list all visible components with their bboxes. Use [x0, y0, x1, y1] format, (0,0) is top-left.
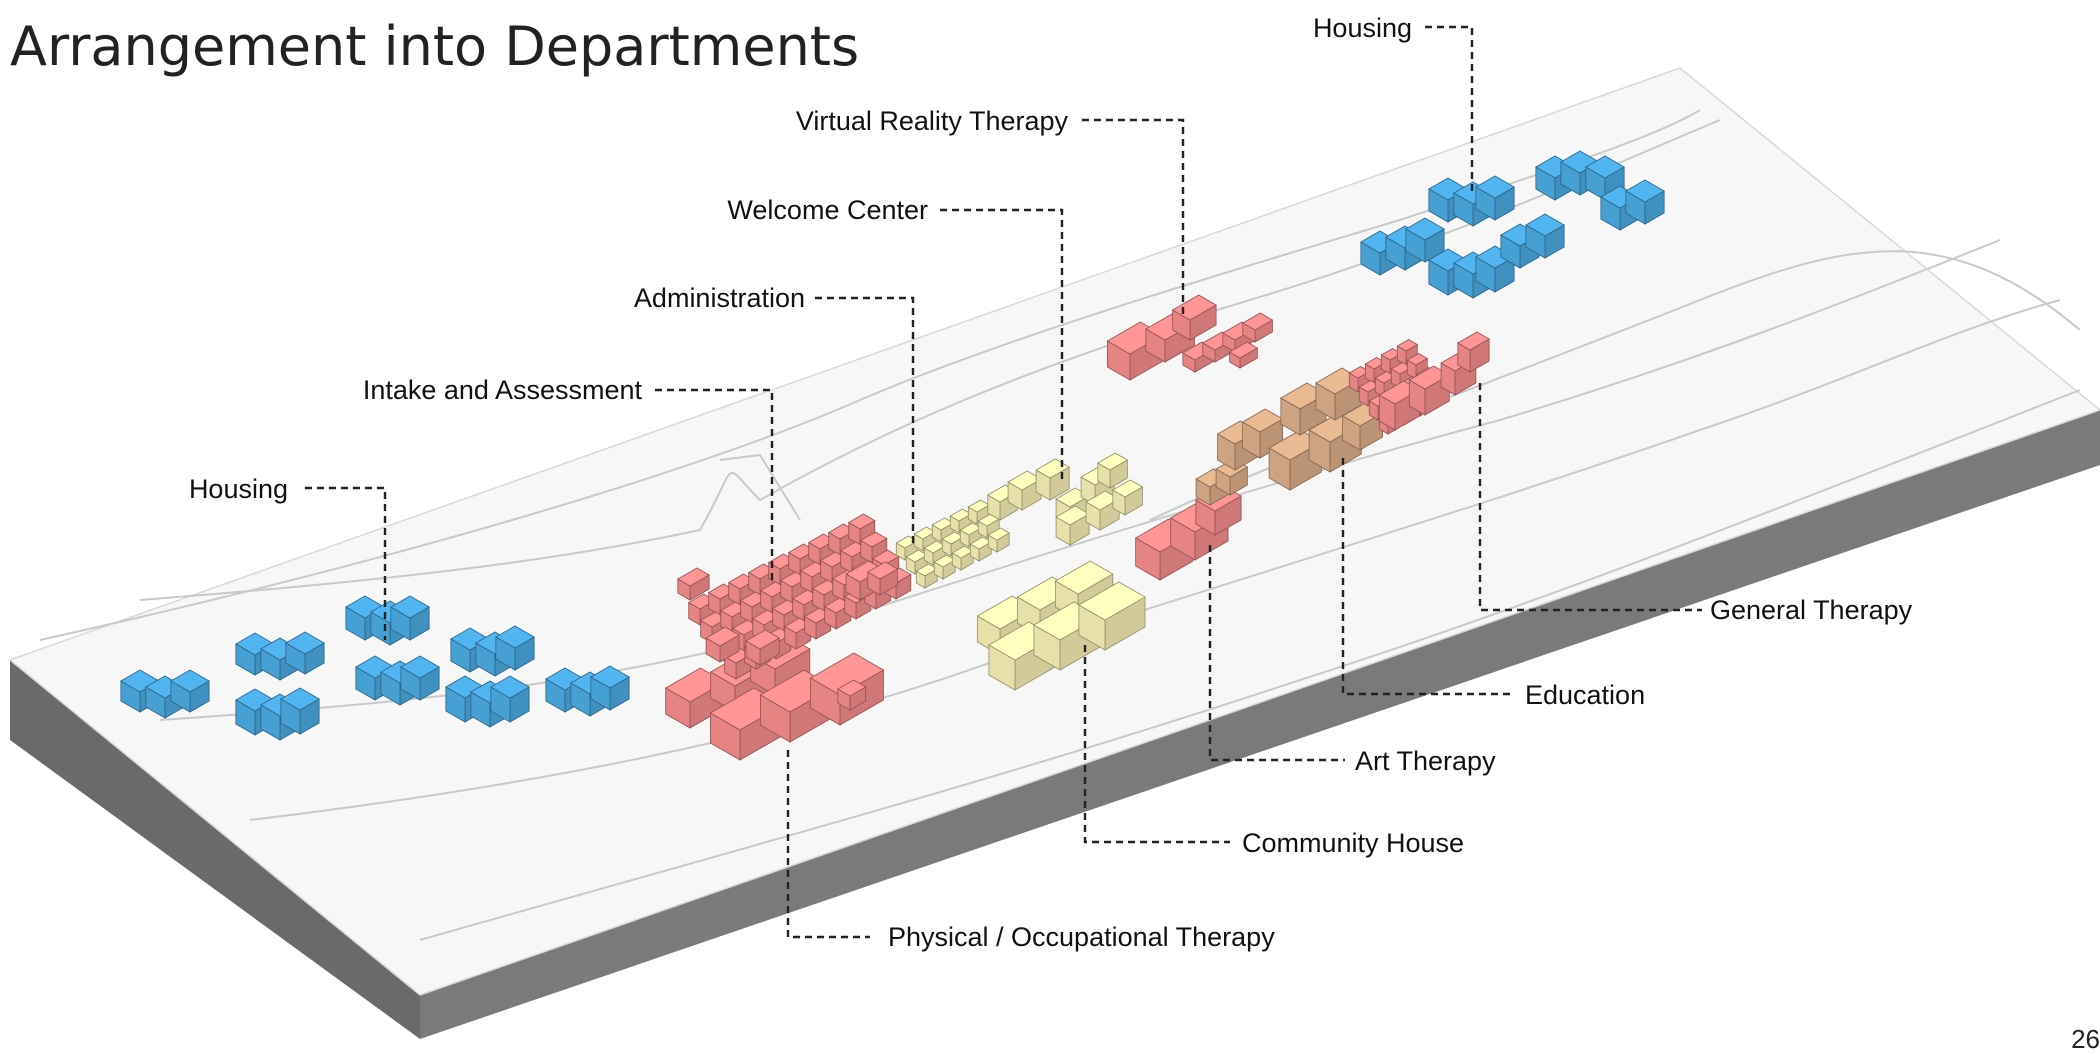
- building-block: [677, 567, 710, 601]
- page-number: 26: [2071, 1024, 2100, 1054]
- label-virtual-reality-therapy: Virtual Reality Therapy: [796, 106, 1069, 136]
- building-block: [590, 665, 630, 711]
- building-blocks: [120, 150, 1665, 761]
- terrain-front-face: [10, 660, 420, 1039]
- leader-physical-therapy: [786, 750, 870, 939]
- label-administration: Administration: [634, 283, 805, 313]
- building-block: [745, 629, 780, 666]
- building-block: [1078, 581, 1146, 651]
- leader-housing-left: [305, 486, 387, 640]
- label-general-therapy: General Therapy: [1710, 595, 1913, 625]
- leader-administration: [815, 296, 915, 548]
- leader-welcome: [940, 208, 1064, 480]
- building-block: [1112, 479, 1144, 516]
- building-block: [783, 617, 812, 650]
- contour-line: [139, 119, 1721, 601]
- building-block: [1228, 341, 1259, 369]
- leader-education: [1341, 458, 1510, 696]
- building-block: [867, 561, 899, 596]
- department-labels: Housing Virtual Reality Therapy Welcome …: [189, 13, 1913, 952]
- terrain-right-face: [420, 410, 2100, 1039]
- building-block: [285, 631, 325, 675]
- building-block: [280, 687, 320, 735]
- label-community-house: Community House: [1242, 828, 1464, 858]
- contour-line: [249, 299, 2061, 821]
- terrain-slab: [8, 67, 2100, 1039]
- building-block: [1525, 213, 1565, 259]
- building-block: [915, 563, 938, 589]
- leader-housing-top: [1425, 25, 1474, 195]
- building-block: [490, 675, 530, 723]
- building-block: [705, 626, 740, 663]
- leader-intake: [655, 388, 774, 580]
- building-block: [1625, 179, 1665, 225]
- building-block: [1500, 223, 1540, 269]
- label-welcome-center: Welcome Center: [727, 195, 928, 225]
- building-block: [400, 655, 440, 701]
- building-block: [837, 679, 867, 711]
- building-block: [1385, 225, 1425, 271]
- terrain-top-surface: [8, 67, 2100, 996]
- contour-line: [39, 109, 1701, 641]
- label-art-therapy: Art Therapy: [1355, 746, 1496, 776]
- building-block: [1097, 452, 1129, 489]
- label-housing-top: Housing: [1313, 13, 1412, 43]
- label-intake-and-assessment: Intake and Assessment: [363, 375, 643, 405]
- leader-virtual-reality: [1082, 118, 1185, 315]
- building-block: [923, 540, 946, 566]
- contour-line: [719, 453, 801, 521]
- building-block: [1055, 505, 1090, 546]
- leader-art-therapy: [1208, 545, 1345, 762]
- building-block: [859, 531, 888, 564]
- building-block: [933, 554, 956, 580]
- label-physical-occupational-therapy: Physical / Occupational Therapy: [888, 922, 1275, 952]
- building-block: [1406, 353, 1429, 380]
- label-housing-left: Housing: [189, 474, 288, 504]
- label-education: Education: [1525, 680, 1645, 710]
- leader-general-therapy: [1478, 383, 1702, 612]
- building-block: [495, 625, 535, 671]
- building-block: [1475, 175, 1515, 221]
- building-block: [1242, 312, 1274, 343]
- contour-line: [419, 389, 2081, 941]
- leader-community-house: [1083, 645, 1230, 844]
- building-block: [390, 595, 430, 641]
- building-block: [1457, 331, 1490, 373]
- page-title: Arrangement into Departments: [10, 15, 860, 78]
- building-block: [987, 527, 1010, 553]
- building-block: [170, 669, 210, 713]
- leader-lines: [305, 25, 1702, 939]
- building-block: [1475, 245, 1515, 293]
